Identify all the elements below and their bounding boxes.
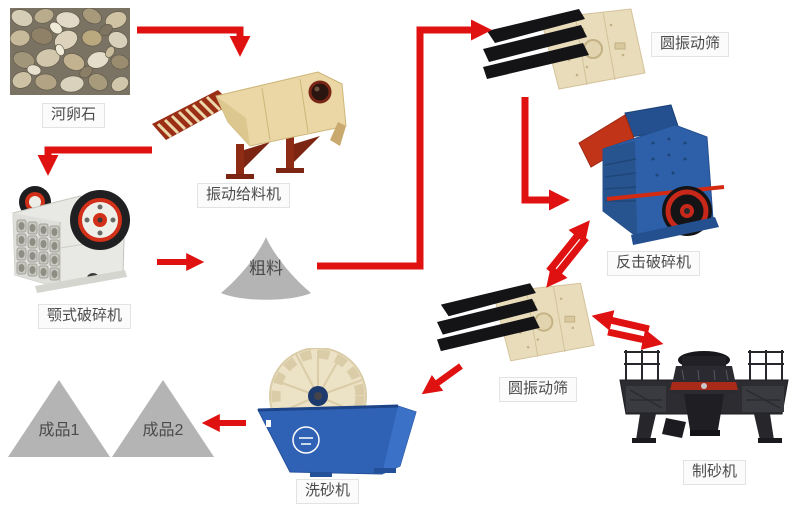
arrow-screen-mid-to-sandmaker bbox=[607, 328, 664, 350]
product1-pile bbox=[8, 380, 110, 457]
product2-pile bbox=[112, 380, 214, 457]
feeder-label: 振动给料机 bbox=[197, 183, 291, 208]
coarse-material-label: 粗料 bbox=[249, 259, 283, 278]
screen-top-label: 圆振动筛 bbox=[651, 32, 730, 57]
impact-crusher-machine bbox=[578, 104, 725, 245]
river-pebbles-photo bbox=[10, 8, 130, 95]
vibrating-feeder-machine bbox=[152, 71, 347, 179]
impact-crusher-label: 反击破碎机 bbox=[607, 251, 701, 276]
arrow-screen-top-to-impact bbox=[521, 97, 570, 211]
jaw-crusher-label: 颚式破碎机 bbox=[38, 304, 132, 329]
sand-washer-machine bbox=[257, 348, 417, 477]
jaw-crusher-machine bbox=[12, 186, 130, 293]
arrow-feeder-to-jaw bbox=[37, 146, 152, 176]
vibrating-screen-top-machine bbox=[483, 8, 646, 90]
arrow-sandmaker-to-screen-mid bbox=[591, 310, 650, 333]
vibrating-screen-mid-machine bbox=[437, 282, 595, 362]
arrow-pebbles-to-feeder bbox=[137, 26, 251, 57]
product2-label: 成品2 bbox=[142, 422, 184, 439]
arrow-screen-mid-to-washer bbox=[421, 363, 463, 395]
washer-label: 洗砂机 bbox=[296, 479, 360, 504]
screen-mid-label: 圆振动筛 bbox=[499, 377, 578, 402]
pebbles-label: 河卵石 bbox=[42, 103, 106, 128]
sand-maker-machine bbox=[619, 350, 789, 443]
sand-maker-label: 制砂机 bbox=[683, 460, 747, 485]
coarse-material-pile bbox=[221, 237, 311, 300]
product1-label: 成品1 bbox=[38, 422, 80, 439]
